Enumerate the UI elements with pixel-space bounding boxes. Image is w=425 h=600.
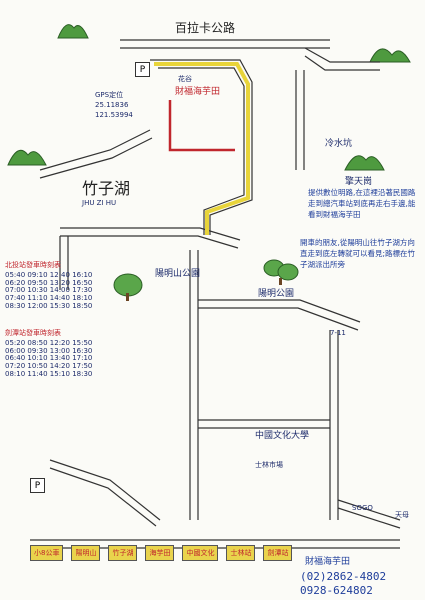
bus-stop: 小8公車: [30, 545, 64, 561]
seven-eleven-label: 7-11: [330, 329, 346, 337]
route-yellow: [154, 62, 250, 235]
parking-icon-top: P: [135, 62, 150, 77]
sogo-label: SOGO: [352, 504, 373, 512]
bus-stops-row: 小8公車陽明山竹子湖海芋田中國文化士林站劍潭站: [30, 545, 293, 561]
gps-label: GPS定位: [95, 91, 124, 99]
gps-lat: 25.11836: [95, 101, 129, 109]
bus-stop: 劍潭站: [263, 545, 293, 561]
store-name-label: 財福海芋田: [175, 87, 221, 97]
road-network: [30, 39, 401, 549]
zhuzihu-pinyin: JHU ZI HU: [82, 199, 117, 207]
yangming-park-big-label: 陽明公園: [258, 289, 295, 299]
lengshuikeng-label: 冷水坑: [325, 139, 353, 149]
culture-univ-label: 中國文化大學: [255, 431, 310, 441]
route-red: [168, 100, 235, 152]
phone-1: (02)2862-4802: [300, 570, 387, 583]
bus-stop: 海芋田: [145, 545, 175, 561]
tianmu-label: 天母: [395, 511, 409, 519]
mountain-icon-top-left: [57, 24, 89, 39]
timetable-row: 08:30 12:00 15:30 18:50: [5, 301, 93, 310]
bus-stop: 士林站: [226, 545, 256, 561]
mountain-icon-top-right: [369, 48, 411, 63]
timetable-row: 07:20 10:50 14:20 17:50: [5, 362, 93, 371]
yangmingshan-park-label: 陽明山公園: [155, 269, 201, 279]
shilin-market-label: 士林市場: [255, 461, 283, 469]
zhuzihu-title: 竹子湖: [82, 179, 131, 198]
directions-note-driving: 開車的朋友,從陽明山往竹子湖方向直走到底左轉就可以看見;路標在竹子湖派出所旁: [300, 238, 416, 269]
mountain-icon-left: [7, 149, 47, 166]
bus-stop: 陽明山: [71, 545, 101, 561]
phone-2: 0928-624802: [300, 584, 373, 597]
timetable-title-2: 劍潭站發車時刻表: [5, 329, 61, 337]
directions-note-transit: 提供數位明路,在這裡沿著民國路走到總汽車站到底再走右手邊,能看到財福海芋田: [308, 188, 416, 219]
bailaka-road-label: 百拉卡公路: [175, 21, 236, 35]
qingtiangang-label: 擎天崗: [345, 177, 373, 187]
gps-lon: 121.53994: [95, 111, 133, 119]
timetable-row: 05:40 09:10 12:40 16:10: [5, 271, 93, 279]
bus-stop: 竹子湖: [108, 545, 138, 561]
mountain-icon-right: [344, 155, 385, 171]
timetable-row: 05:20 08:50 12:20 15:50: [5, 339, 93, 347]
timetable-row: 06:20 09:50 13:20 16:50: [5, 278, 93, 287]
tree-icon-right: [263, 259, 299, 285]
huaqi-label: 花谷: [178, 75, 192, 83]
timetable-title-1: 北投站發車時刻表: [5, 261, 61, 269]
timetable-row: 07:40 11:10 14:40 18:10: [5, 294, 93, 303]
contact-store-name: 財福海芋田: [305, 557, 351, 567]
bus-stop: 中國文化: [182, 545, 219, 561]
timetable-row: 06:00 09:30 13:00 16:30: [5, 346, 93, 355]
tree-icon-left: [113, 273, 143, 301]
timetable-row: 07:00 10:30 14:00 17:30: [5, 286, 93, 295]
parking-icon-bottom: P: [30, 478, 45, 493]
timetable-row: 08:10 11:40 15:10 18:30: [5, 369, 93, 378]
timetable-row: 06:40 10:10 13:40 17:10: [5, 354, 93, 363]
